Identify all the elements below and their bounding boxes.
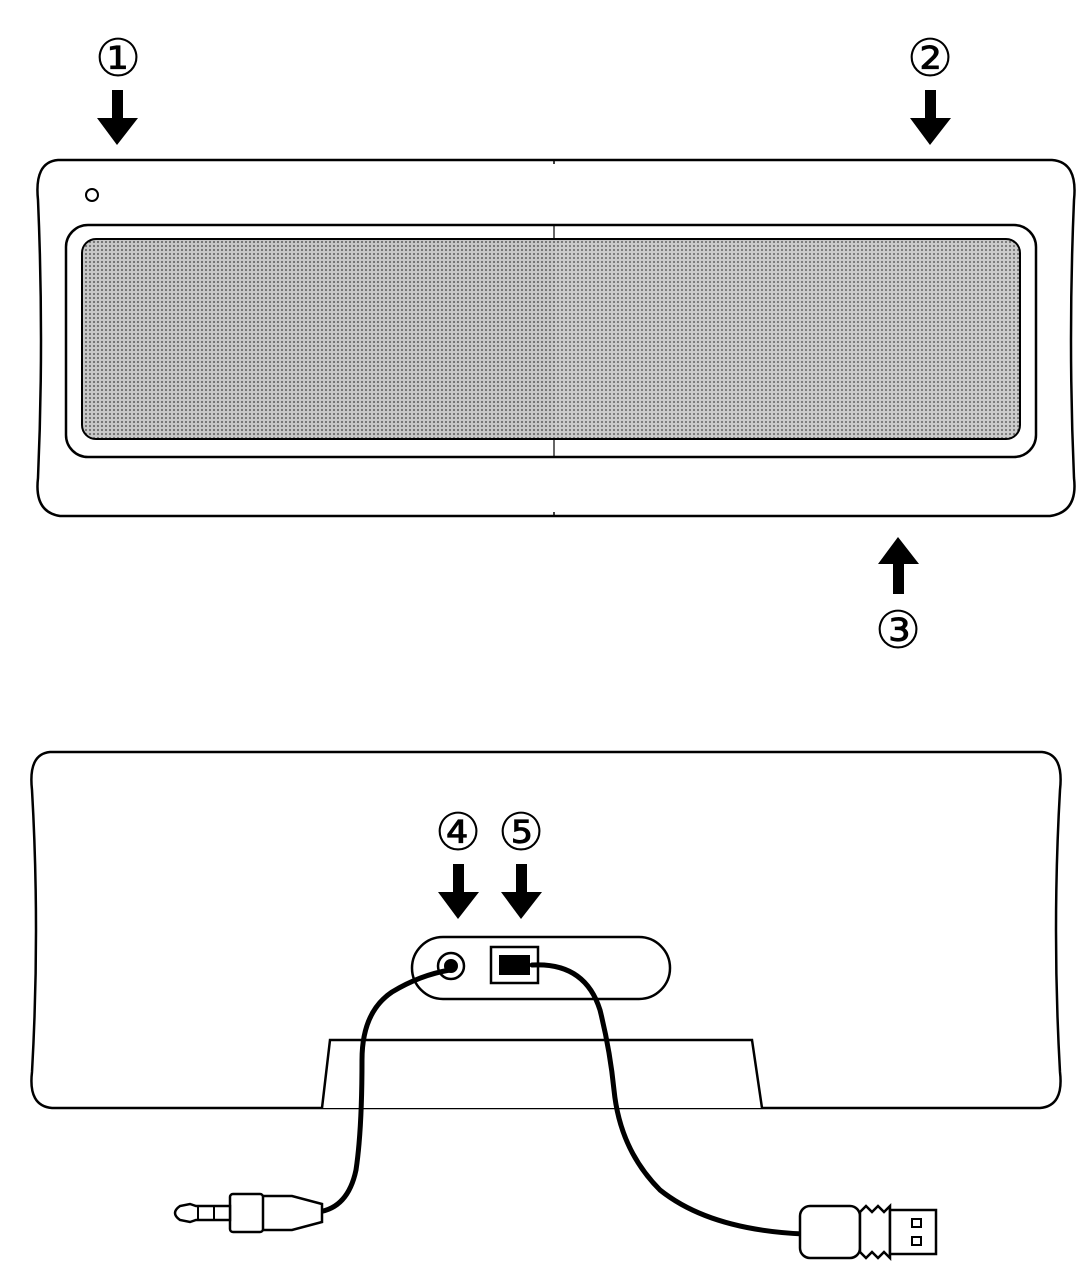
power-indicator-icon xyxy=(85,188,99,202)
callout-1: ① xyxy=(95,29,142,145)
callout-1-label: ① xyxy=(95,29,142,89)
rear-body-outline xyxy=(30,750,1062,1110)
callout-arrow-icon xyxy=(501,864,542,919)
callout-4-label: ④ xyxy=(435,803,482,863)
audio-cable xyxy=(315,967,453,1215)
callout-2: ② xyxy=(907,29,954,145)
callout-5-label: ⑤ xyxy=(498,803,545,863)
callout-3-label: ③ xyxy=(875,601,922,661)
callout-arrow-icon xyxy=(878,537,919,594)
audio-jack-port-icon xyxy=(436,951,466,981)
speaker-front-view xyxy=(36,158,1076,518)
callout-4: ④ xyxy=(435,803,482,919)
speaker-rear-view xyxy=(30,750,1062,1262)
audio-plug-3-5mm-icon xyxy=(173,1192,324,1234)
usb-a-plug-icon xyxy=(798,1202,938,1262)
speaker-stand xyxy=(320,1038,764,1109)
callout-2-label: ② xyxy=(907,29,954,89)
callout-arrow-icon xyxy=(97,90,138,145)
usb-port-icon xyxy=(489,945,540,985)
callout-arrow-icon xyxy=(438,864,479,919)
callout-arrow-icon xyxy=(910,90,951,145)
usb-cable xyxy=(529,962,807,1237)
callout-5: ⑤ xyxy=(498,803,545,919)
connector-panel xyxy=(410,935,672,1001)
callout-3: ③ xyxy=(875,537,922,661)
